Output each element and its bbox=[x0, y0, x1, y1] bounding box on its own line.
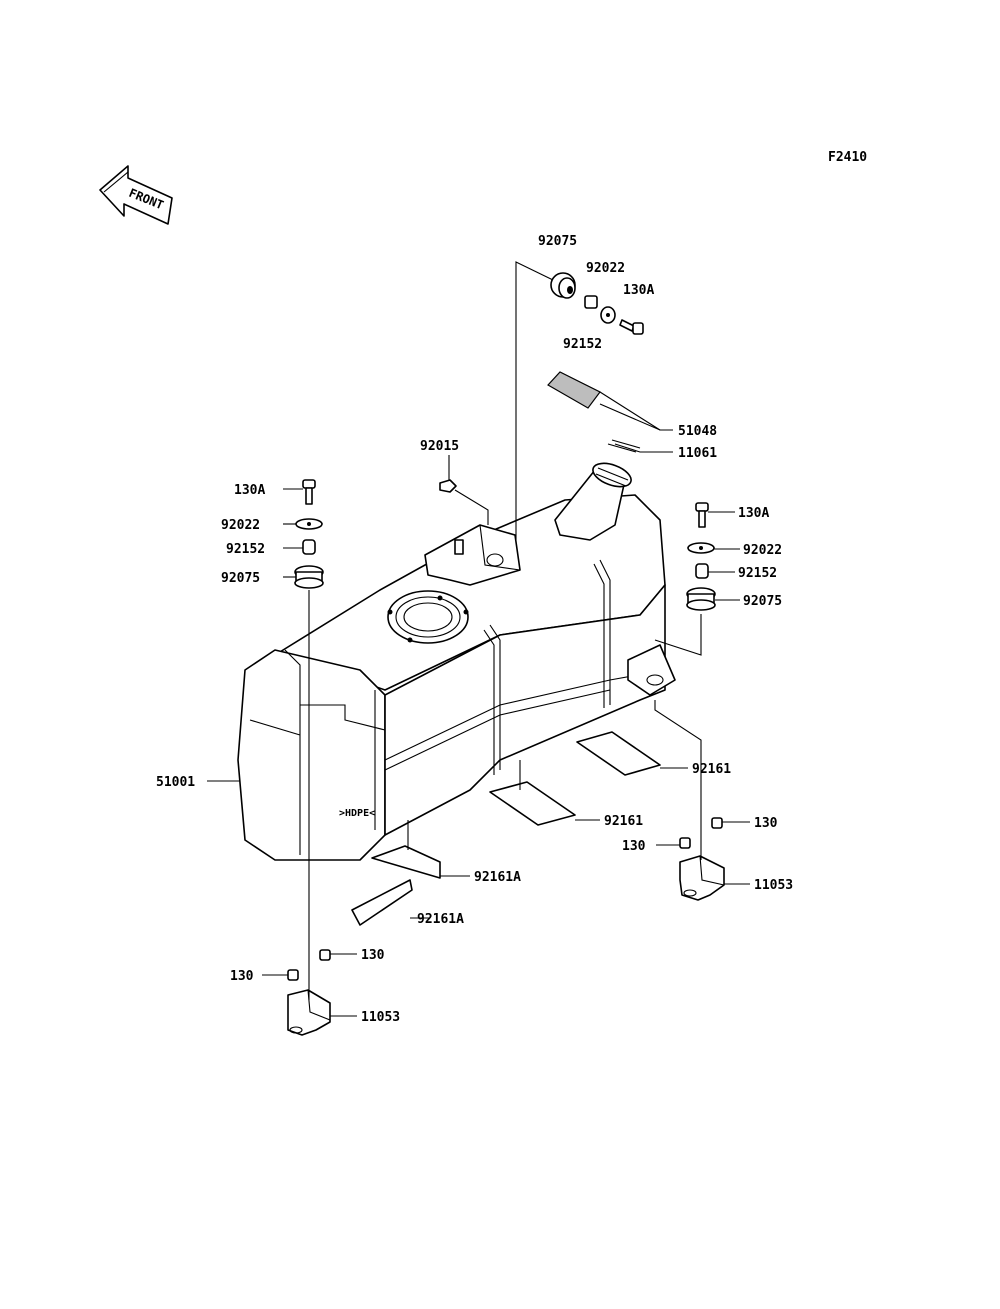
left-bracket bbox=[287, 949, 331, 1036]
label-right-grommet: 92075 bbox=[743, 594, 782, 609]
label-top-collar: 92152 bbox=[563, 337, 602, 352]
label-right-bracket: 11053 bbox=[754, 878, 793, 893]
label-left-bracket: 11053 bbox=[361, 1010, 400, 1025]
front-direction-arrow-icon: FRONT bbox=[99, 165, 173, 225]
label-filler-gasket: 11061 bbox=[678, 446, 717, 461]
fuel-tank: >HDPE< bbox=[237, 462, 676, 861]
label-left-grommet: 92075 bbox=[221, 571, 260, 586]
figure-code: F2410 bbox=[828, 150, 867, 165]
label-right-bracket-bolt-2: 130 bbox=[622, 839, 646, 854]
label-right-bolt: 130A bbox=[738, 506, 769, 521]
label-pad-middle: 92161 bbox=[604, 814, 643, 829]
label-right-washer: 92022 bbox=[743, 543, 782, 558]
label-right-bracket-bolt-1: 130 bbox=[754, 816, 778, 831]
label-pad-a-upper: 92161A bbox=[474, 870, 521, 885]
label-left-bracket-bolt-2: 130 bbox=[230, 969, 254, 984]
label-cap: 51048 bbox=[678, 424, 717, 439]
label-top-grommet: 92075 bbox=[538, 234, 577, 249]
leader-lines bbox=[207, 261, 750, 1017]
label-left-washer: 92022 bbox=[221, 518, 260, 533]
label-tank: 51001 bbox=[156, 775, 195, 790]
label-right-collar: 92152 bbox=[738, 566, 777, 581]
label-pad-right: 92161 bbox=[692, 762, 731, 777]
stud-nut bbox=[439, 479, 457, 493]
left-mount-hardware bbox=[294, 479, 324, 589]
tank-material-marking: >HDPE< bbox=[339, 808, 375, 819]
part-labels: 92075 92022 130A 92152 51048 11061 92015… bbox=[156, 234, 793, 1025]
label-top-bolt: 130A bbox=[623, 283, 654, 298]
label-left-bolt: 130A bbox=[234, 483, 265, 498]
right-bracket bbox=[679, 817, 725, 901]
label-stud-nut: 92015 bbox=[420, 439, 459, 454]
label-pad-a-lower: 92161A bbox=[417, 912, 464, 927]
label-top-washer: 92022 bbox=[586, 261, 625, 276]
right-mount-hardware bbox=[686, 502, 716, 611]
top-mount-hardware bbox=[547, 272, 661, 453]
tank-pads bbox=[351, 731, 661, 926]
label-left-bracket-bolt-1: 130 bbox=[361, 948, 385, 963]
label-left-collar: 92152 bbox=[226, 542, 265, 557]
